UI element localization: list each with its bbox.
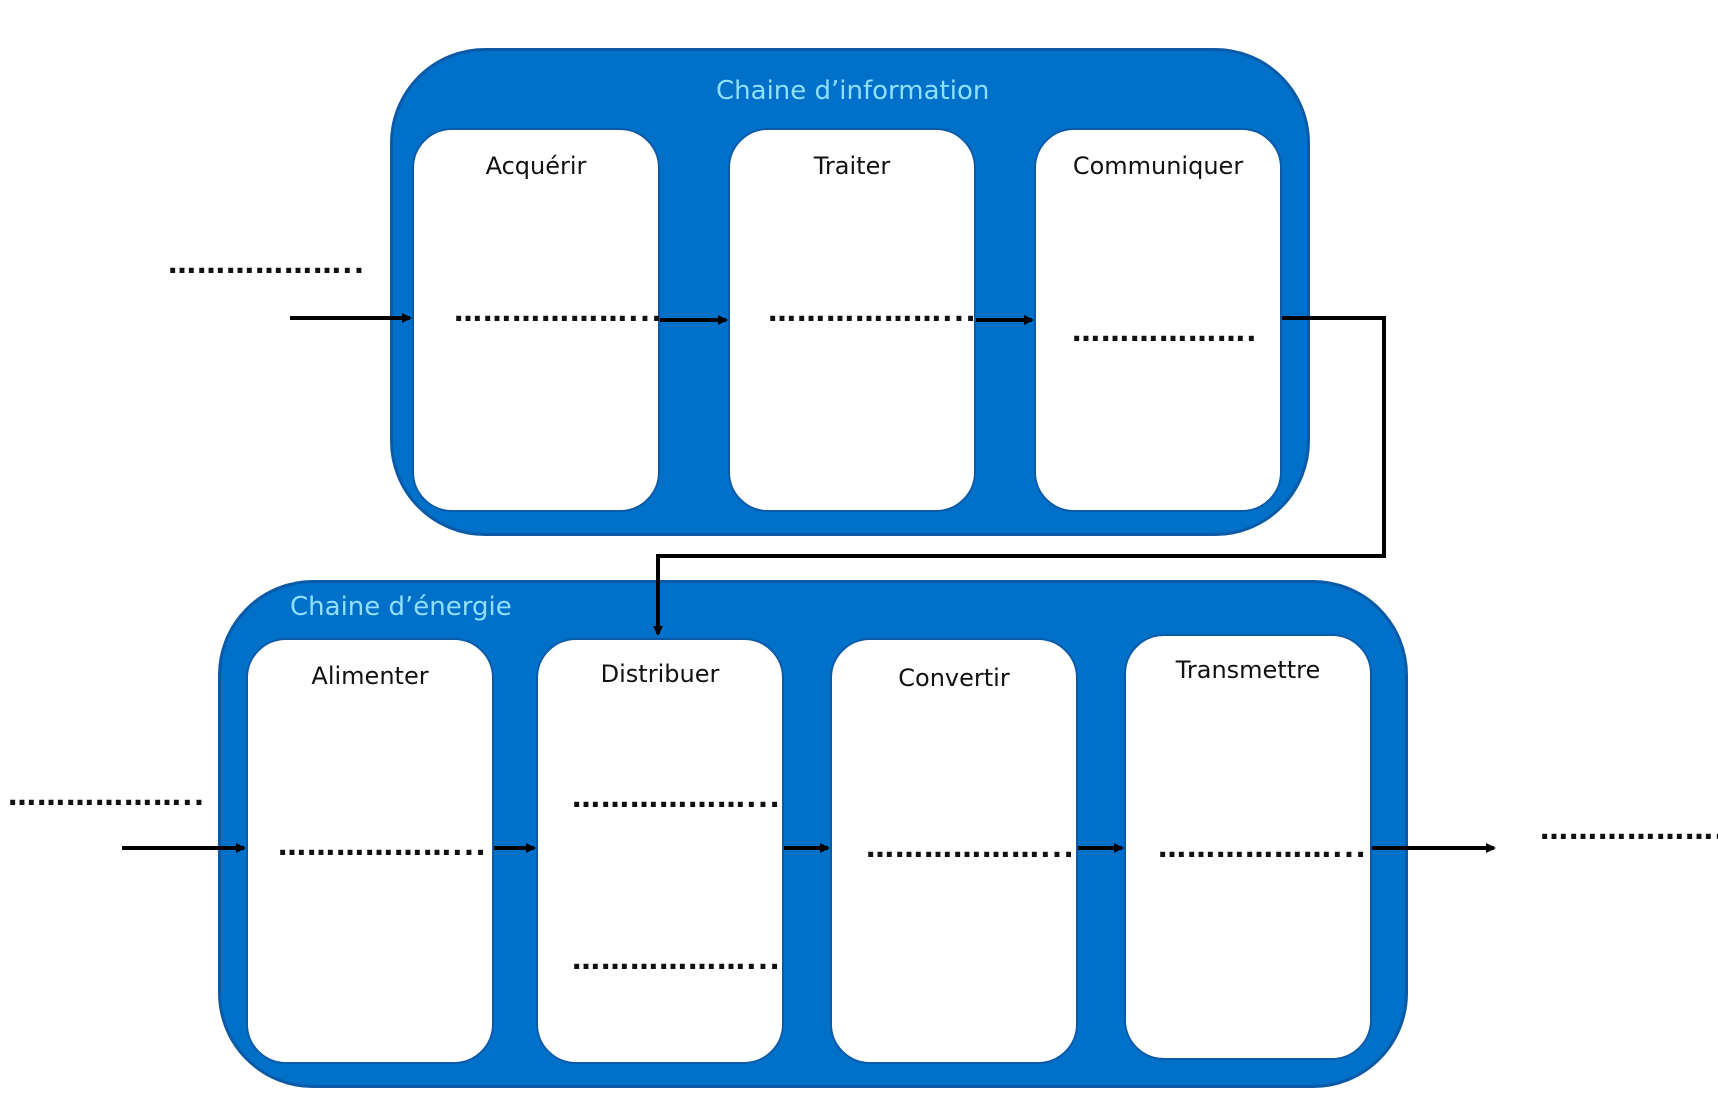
distribuer-blank-2: ………………... <box>572 943 781 976</box>
block-transmettre-label: Transmettre <box>1175 656 1321 684</box>
block-acquerir: Acquérir <box>412 128 660 512</box>
arrow-communiquer-distribuer <box>653 316 1386 636</box>
acquerir-blank: ………………... <box>454 295 663 328</box>
convertir-blank: ………………... <box>866 831 1075 864</box>
block-transmettre: Transmettre <box>1124 634 1372 1060</box>
energy-input-blank: ……………….. <box>8 779 206 812</box>
energy-chain-title: Chaine d’énergie <box>290 592 512 622</box>
block-alimenter: Alimenter <box>246 638 494 1064</box>
block-communiquer-label: Communiquer <box>1072 152 1244 180</box>
block-convertir-label: Convertir <box>898 664 1010 692</box>
traiter-blank: ………………... <box>768 295 977 328</box>
block-distribuer-label: Distribuer <box>600 660 720 688</box>
communiquer-blank: ………………. <box>1072 315 1258 348</box>
block-alimenter-label: Alimenter <box>311 662 429 690</box>
information-chain-title: Chaine d’information <box>716 76 990 106</box>
block-convertir: Convertir <box>830 638 1078 1064</box>
block-communiquer: Communiquer <box>1034 128 1282 512</box>
energy-output-blank: ……………….. <box>1540 813 1718 846</box>
block-traiter-label: Traiter <box>813 152 891 180</box>
distribuer-blank-1: ………………... <box>572 781 781 814</box>
info-input-blank: ……………….. <box>168 247 366 280</box>
transmettre-blank: ………………... <box>1158 831 1367 864</box>
alimenter-blank: ………………... <box>278 829 487 862</box>
block-acquerir-label: Acquérir <box>485 152 587 180</box>
block-distribuer: Distribuer <box>536 638 784 1064</box>
block-traiter: Traiter <box>728 128 976 512</box>
